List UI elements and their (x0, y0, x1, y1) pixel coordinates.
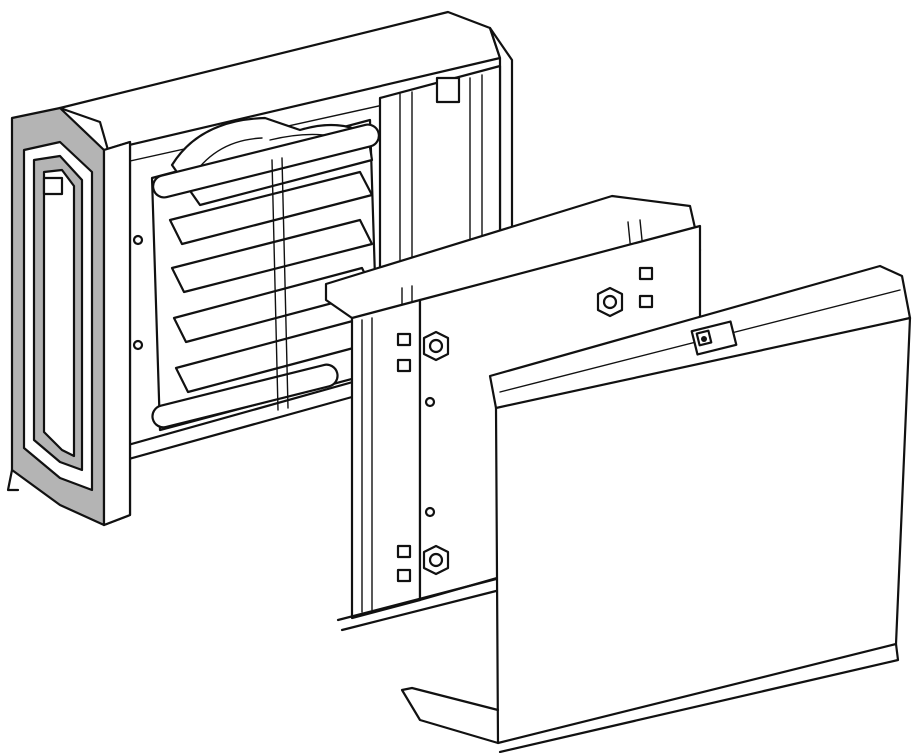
hex-bolt-upper-right (596, 286, 624, 318)
back-clip (435, 76, 461, 104)
end-plate-foot (6, 468, 20, 492)
cover-bottom-lip (400, 686, 500, 745)
end-plate-clip (42, 176, 64, 196)
jaw-2 (170, 218, 374, 294)
frame-slot (396, 358, 412, 373)
top-rod (152, 123, 380, 199)
frame-slot (396, 332, 412, 347)
cover-bottom-edge (498, 642, 900, 753)
side-screw (132, 234, 144, 246)
jaw-divider (281, 157, 289, 409)
contact-jaws (168, 157, 378, 411)
frame-rivet (424, 396, 436, 408)
frame-slot (396, 568, 412, 583)
jaw-1 (168, 170, 374, 246)
hex-bolt-lower-left (422, 544, 450, 576)
end-plate (6, 106, 132, 527)
end-plate-edge (102, 140, 132, 527)
cover-lock (690, 320, 738, 356)
side-screw (132, 339, 144, 351)
busbar-connector-stack (132, 116, 380, 432)
front-cover (400, 264, 912, 753)
frame-slot (638, 266, 654, 281)
jaw-divider (271, 159, 279, 411)
frame-slot (638, 294, 654, 309)
frame-slot (396, 544, 412, 559)
end-plate-slot (42, 168, 76, 458)
bottom-rod (151, 363, 339, 429)
hex-bolt-upper-left (422, 330, 450, 362)
frame-rivet (424, 506, 436, 518)
